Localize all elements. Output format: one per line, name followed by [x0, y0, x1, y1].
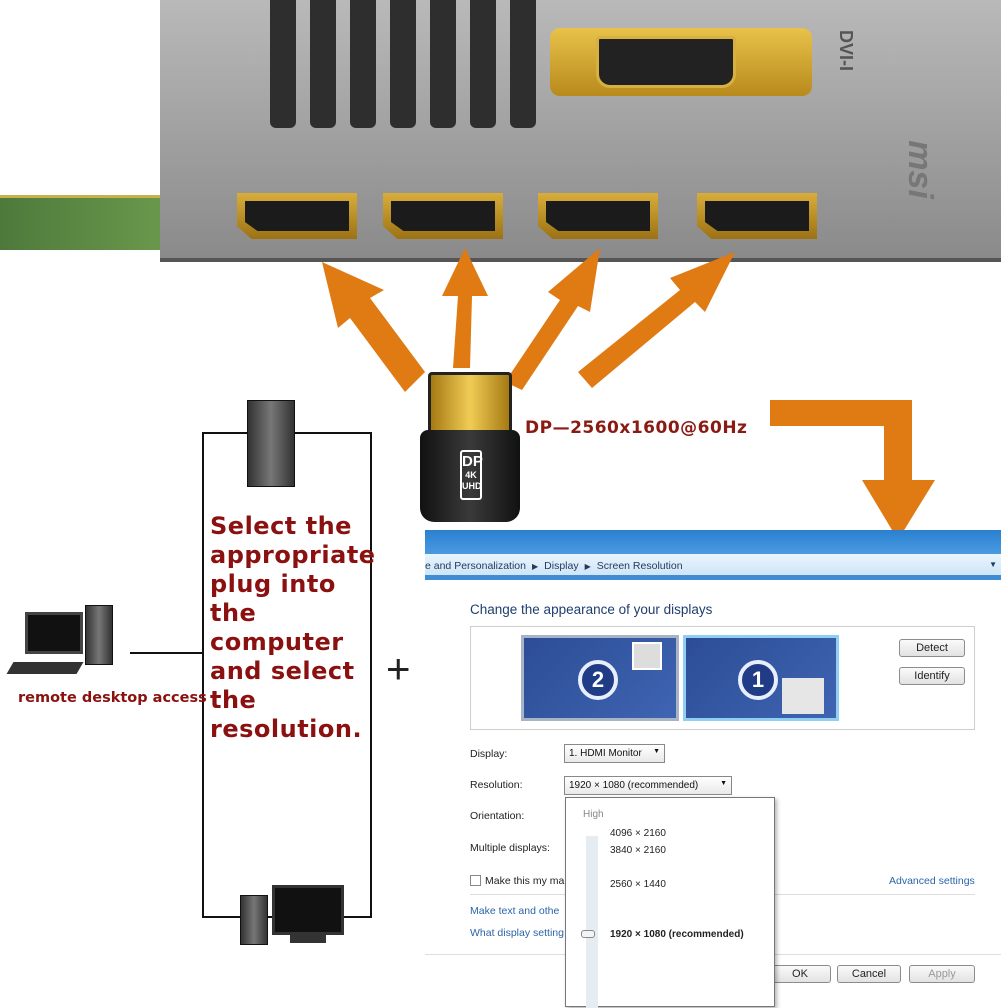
- option-2560[interactable]: 2560 × 1440: [610, 879, 666, 890]
- display-label: Display:: [470, 748, 508, 760]
- arrow-port-4: [578, 252, 735, 388]
- desktop-computer-icon: [25, 612, 83, 654]
- dp-spec: DP—2560x1600@60Hz: [525, 418, 748, 438]
- displayport-4: [697, 193, 817, 239]
- detect-button[interactable]: Detect: [899, 639, 965, 657]
- screen-resolution-window: e and Personalization▶Display▶Screen Res…: [425, 530, 1001, 1008]
- crumb-personalization[interactable]: e and Personalization: [425, 560, 526, 572]
- dvi-pins: [596, 36, 736, 88]
- monitor-1[interactable]: 1: [683, 635, 839, 721]
- orientation-label: Orientation:: [470, 810, 525, 822]
- arrow-port-1: [322, 262, 425, 392]
- chevron-down-icon: ▼: [653, 748, 660, 755]
- multiple-displays-label: Multiple displays:: [470, 842, 550, 854]
- resolution-slider-track[interactable]: [586, 836, 598, 1008]
- crumb-display[interactable]: Display: [544, 560, 579, 572]
- make-main-checkbox[interactable]: [470, 875, 481, 886]
- vent: [470, 0, 496, 128]
- pc-tower-icon: [240, 895, 268, 945]
- arrow-port-3: [505, 248, 600, 390]
- desktop-tower-icon: [85, 605, 113, 665]
- vent: [310, 0, 336, 128]
- text-size-link[interactable]: Make text and othe: [470, 905, 560, 917]
- plug-logo: DP 4K UHD: [460, 450, 483, 500]
- identify-button[interactable]: Identify: [899, 667, 965, 685]
- resolution-slider-thumb[interactable]: [581, 930, 595, 938]
- display-settings-help-link[interactable]: What display setting: [470, 927, 564, 939]
- plug-connector: [428, 372, 512, 437]
- vent: [510, 0, 536, 128]
- chevron-down-icon[interactable]: ▼: [989, 560, 997, 569]
- displayport-1: [237, 193, 357, 239]
- ok-button[interactable]: OK: [769, 965, 831, 983]
- displayport-3: [538, 193, 658, 239]
- apply-button[interactable]: Apply: [909, 965, 975, 983]
- resolution-select[interactable]: 1920 × 1080 (recommended) ▼: [564, 776, 732, 795]
- plug-4k: 4K: [465, 470, 477, 480]
- title-bar: [425, 530, 1001, 554]
- breadcrumb: e and Personalization▶Display▶Screen Res…: [425, 554, 1001, 580]
- vent: [430, 0, 456, 128]
- monitor-icon: [272, 885, 344, 935]
- vent: [350, 0, 376, 128]
- monitor-2[interactable]: 2: [521, 635, 679, 721]
- remote-label: remote desktop access: [18, 690, 207, 706]
- monitor-stand: [290, 935, 326, 943]
- resolution-dropdown: High 4096 × 2160 3840 × 2160 2560 × 1440…: [565, 797, 775, 1008]
- display-value: 1. HDMI Monitor: [569, 748, 642, 759]
- monitor-1-number: 1: [738, 660, 778, 700]
- option-4096[interactable]: 4096 × 2160: [610, 828, 666, 839]
- plug-logo-text: DP: [462, 453, 483, 470]
- high-label: High: [583, 809, 604, 820]
- vent: [390, 0, 416, 128]
- chevron-down-icon: ▼: [720, 780, 727, 787]
- make-main-display[interactable]: Make this my ma: [470, 875, 564, 887]
- calculator-thumbnail: [782, 678, 824, 714]
- display-select[interactable]: 1. HDMI Monitor ▼: [564, 744, 665, 763]
- dp-dummy-plug: DP 4K UHD: [420, 372, 520, 522]
- arrow-to-screen: [770, 400, 935, 540]
- plug-body: DP 4K UHD: [420, 430, 520, 522]
- vent: [270, 0, 296, 128]
- monitor-2-number: 2: [578, 660, 618, 700]
- displayport-2: [383, 193, 503, 239]
- plug-uhd: UHD: [462, 481, 482, 491]
- monitor-arrangement: 2 1 Detect Identify: [470, 626, 975, 730]
- server-tower-icon: [247, 400, 295, 487]
- option-3840[interactable]: 3840 × 2160: [610, 845, 666, 856]
- arrow-port-2: [442, 248, 488, 368]
- advanced-settings-link[interactable]: Advanced settings: [889, 875, 975, 887]
- resolution-value: 1920 × 1080 (recommended): [569, 780, 699, 791]
- page-title: Change the appearance of your displays: [470, 602, 713, 617]
- cancel-button[interactable]: Cancel: [837, 965, 901, 983]
- resolution-label: Resolution:: [470, 779, 523, 791]
- plus-sign: +: [386, 645, 411, 692]
- make-main-text: Make this my ma: [485, 875, 565, 887]
- instruction-text: Select the appropriate plug into the com…: [210, 512, 376, 743]
- option-1920-selected[interactable]: 1920 × 1080 (recommended): [610, 929, 744, 940]
- card-pcb: [0, 195, 175, 250]
- window-thumbnail: [632, 642, 662, 670]
- keyboard-icon: [6, 662, 84, 674]
- crumb-screen-resolution[interactable]: Screen Resolution: [596, 560, 683, 572]
